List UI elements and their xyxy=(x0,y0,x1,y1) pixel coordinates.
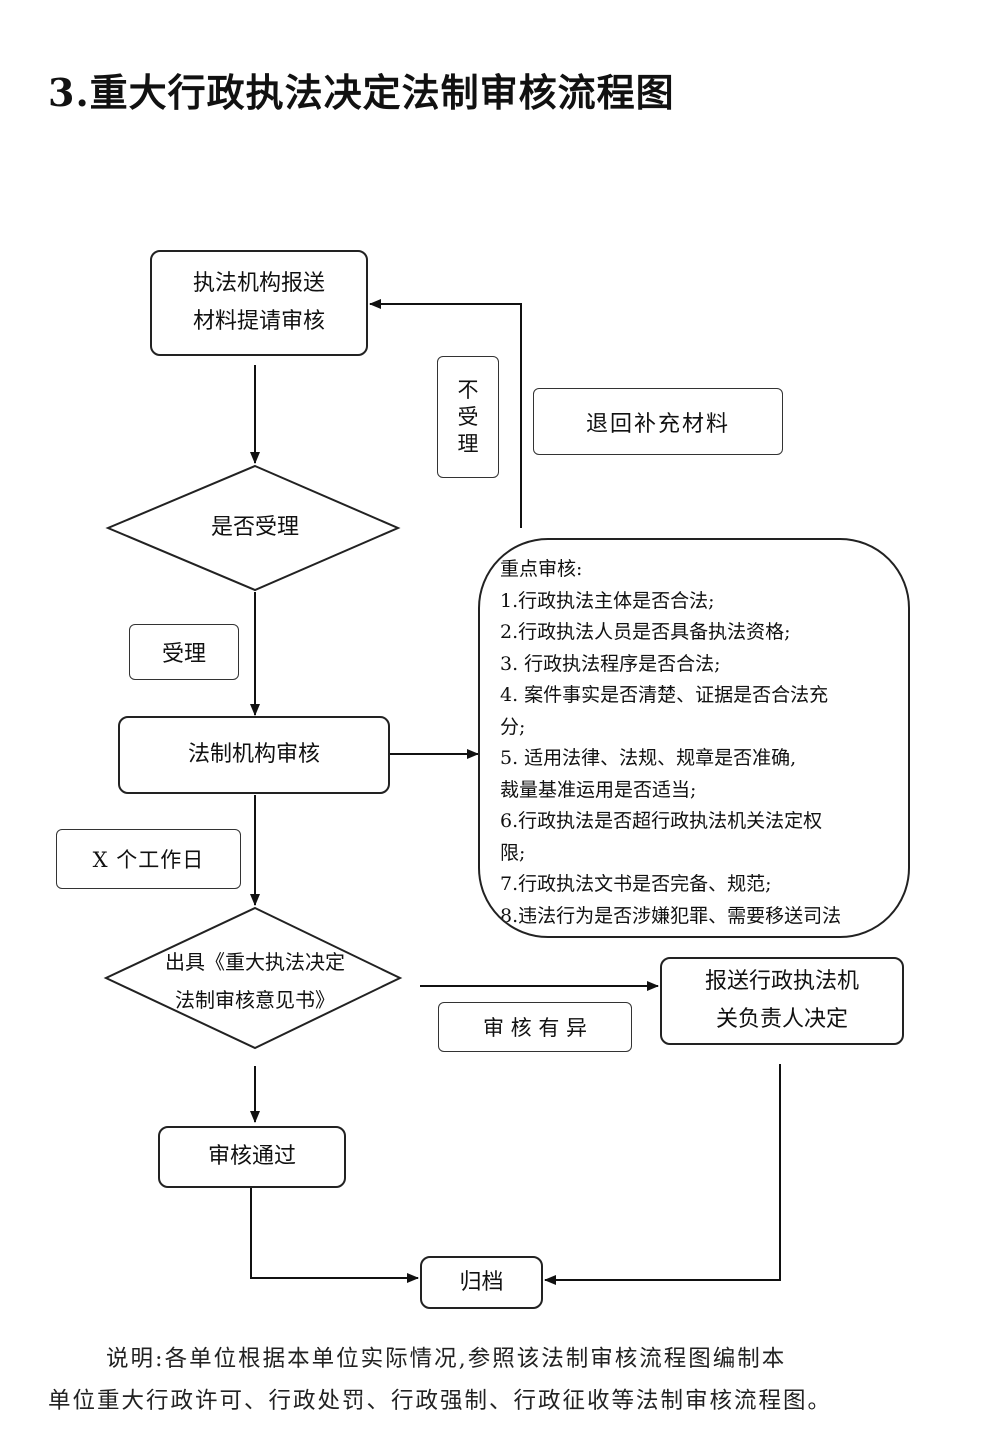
key-review-line: 2.行政执法人员是否具备执法资格; xyxy=(500,621,791,643)
decision-diamond-opinion xyxy=(103,906,403,1050)
legal-review-text: 法制机构审核 xyxy=(187,742,320,767)
legal-review-box: 法制机构审核 xyxy=(118,716,390,794)
approved-box: 审核通过 xyxy=(158,1126,346,1188)
note-line-2: 单位重大行政许可、行政处罚、行政强制、行政征收等法制审核流程图。 xyxy=(48,1388,833,1414)
not-accept-text: 不受理 xyxy=(457,377,479,456)
not-accept-label: 不受理 xyxy=(437,356,499,478)
report-leader-line-2: 关负责人决定 xyxy=(715,1007,848,1032)
decide-accept-text: 是否受理 xyxy=(210,515,299,540)
key-review-line: 分; xyxy=(500,715,526,738)
key-review-line: 8.违法行为是否涉嫌犯罪、需要移送司法 xyxy=(500,904,842,927)
dispute-label: 审 核 有 异 xyxy=(438,1002,632,1052)
return-materials-box: 退回补充材料 xyxy=(533,388,783,455)
key-review-line: 限; xyxy=(500,841,526,864)
submit-materials-box: 执法机构报送 材料提请审核 xyxy=(150,250,368,356)
accept-text: 受理 xyxy=(161,642,206,667)
key-review-line: 裁量基准运用是否适当; xyxy=(500,778,697,801)
submit-line-2: 材料提请审核 xyxy=(192,309,325,334)
issue-opinion-line-1: 出具《重大执法决定 xyxy=(165,950,345,974)
report-leader-line-1: 报送行政执法机 xyxy=(704,969,859,994)
return-materials-text: 退回补充材料 xyxy=(585,411,730,437)
key-review-line: 7.行政执法文书是否完备、规范; xyxy=(500,873,772,895)
key-review-line: 6.行政执法是否超行政执法机关法定权 xyxy=(500,810,823,832)
archive-box: 归档 xyxy=(420,1256,543,1309)
key-review-line: 3. 行政执法程序是否合法; xyxy=(500,652,721,675)
key-review-line: 1.行政执法主体是否合法; xyxy=(500,589,715,612)
accept-label: 受理 xyxy=(129,624,239,680)
issue-opinion-line-2: 法制审核意见书》 xyxy=(175,988,335,1012)
key-review-heading: 重点审核: xyxy=(500,558,583,580)
page-title: 3.重大行政执法决定法制审核流程图 xyxy=(48,70,675,115)
archive-text: 归档 xyxy=(459,1269,504,1295)
decision-diamond-accept xyxy=(105,464,401,592)
note-text: 说明:各单位根据本单位实际情况,参照该法制审核流程图编制本 单位重大行政许可、行… xyxy=(48,1338,968,1422)
workdays-label: X 个工作日 xyxy=(56,829,241,889)
approved-text: 审核通过 xyxy=(207,1144,296,1169)
report-leader-box: 报送行政执法机 关负责人决定 xyxy=(660,957,904,1045)
submit-line-1: 执法机构报送 xyxy=(192,271,325,296)
key-review-box: 重点审核: 1.行政执法主体是否合法; 2.行政执法人员是否具备执法资格; 3.… xyxy=(478,538,910,938)
key-review-line: 5. 适用法律、法规、规章是否准确, xyxy=(500,747,797,769)
issue-opinion-text: 出具《重大执法决定 法制审核意见书》 xyxy=(140,943,370,1019)
key-review-line: 4. 案件事实是否清楚、证据是否合法充 xyxy=(500,684,829,706)
workdays-text: X 个工作日 xyxy=(92,848,205,872)
dispute-text: 审 核 有 异 xyxy=(482,1016,588,1040)
note-line-1: 说明:各单位根据本单位实际情况,参照该法制审核流程图编制本 xyxy=(106,1346,787,1372)
